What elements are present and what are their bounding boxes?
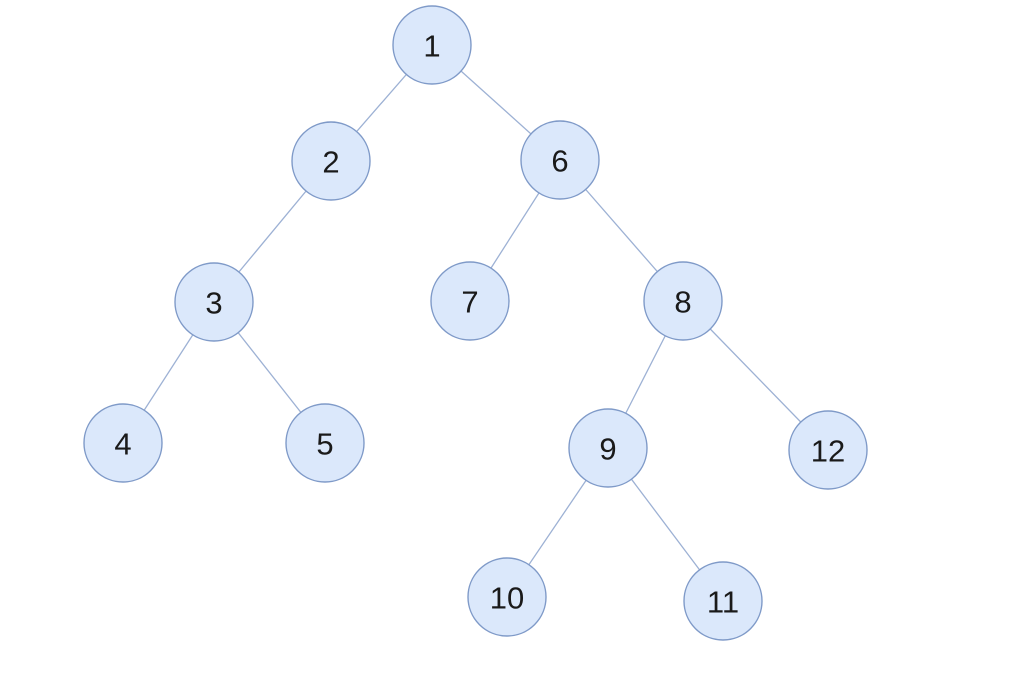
tree-node-6: 6	[520, 120, 600, 200]
tree-node-10: 10	[467, 557, 547, 637]
tree-node-label-11: 11	[707, 585, 739, 620]
tree-node-label-6: 6	[551, 144, 568, 179]
tree-node-11: 11	[683, 561, 763, 641]
tree-node-circle-3	[174, 262, 254, 342]
tree-node-circle-12	[788, 410, 868, 490]
tree-node-circle-11	[683, 561, 763, 641]
tree-node-circle-6	[520, 120, 600, 200]
tree-node-5: 5	[285, 403, 365, 483]
tree-node-7: 7	[430, 261, 510, 341]
tree-node-circle-7	[430, 261, 510, 341]
tree-node-label-7: 7	[461, 285, 478, 320]
tree-node-2: 2	[291, 121, 371, 201]
tree-node-circle-10	[467, 557, 547, 637]
tree-node-circle-8	[643, 261, 723, 341]
tree-node-circle-4	[83, 403, 163, 483]
tree-node-label-5: 5	[316, 427, 333, 462]
tree-node-circle-5	[285, 403, 365, 483]
tree-node-12: 12	[788, 410, 868, 490]
tree-node-label-9: 9	[599, 432, 616, 467]
tree-node-circle-9	[568, 408, 648, 488]
tree-node-label-8: 8	[674, 285, 691, 320]
tree-node-4: 4	[83, 403, 163, 483]
tree-node-label-3: 3	[205, 286, 222, 321]
tree-node-label-2: 2	[322, 145, 339, 180]
tree-node-9: 9	[568, 408, 648, 488]
tree-node-label-12: 12	[811, 434, 845, 469]
tree-node-label-1: 1	[423, 29, 440, 64]
tree-node-3: 3	[174, 262, 254, 342]
tree-node-8: 8	[643, 261, 723, 341]
tree-node-1: 1	[392, 5, 472, 85]
tree-node-circle-1	[392, 5, 472, 85]
tree-node-label-4: 4	[114, 427, 131, 462]
tree-node-circle-2	[291, 121, 371, 201]
tree-node-label-10: 10	[490, 581, 524, 616]
